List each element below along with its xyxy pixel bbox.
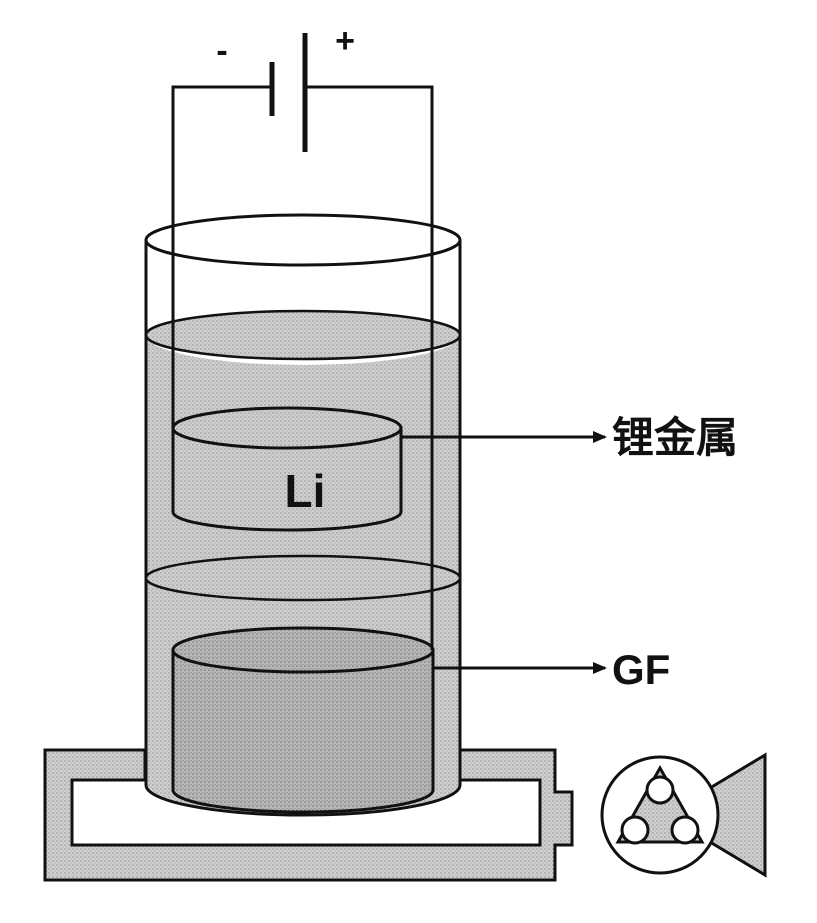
negative-terminal-label: - [216,32,227,70]
lithium-metal-label: 锂金属 [612,413,738,462]
positive-terminal-label: + [335,22,355,60]
electrolyte-surface [146,311,460,359]
separator-plate [146,556,460,600]
gf-label: GF [612,646,670,693]
pump-icon [602,755,765,875]
gf-electrode [173,628,433,812]
electrode-label: Li [285,465,326,517]
li-electrode: Li [173,408,401,530]
cylinder-top-rim [146,215,460,265]
